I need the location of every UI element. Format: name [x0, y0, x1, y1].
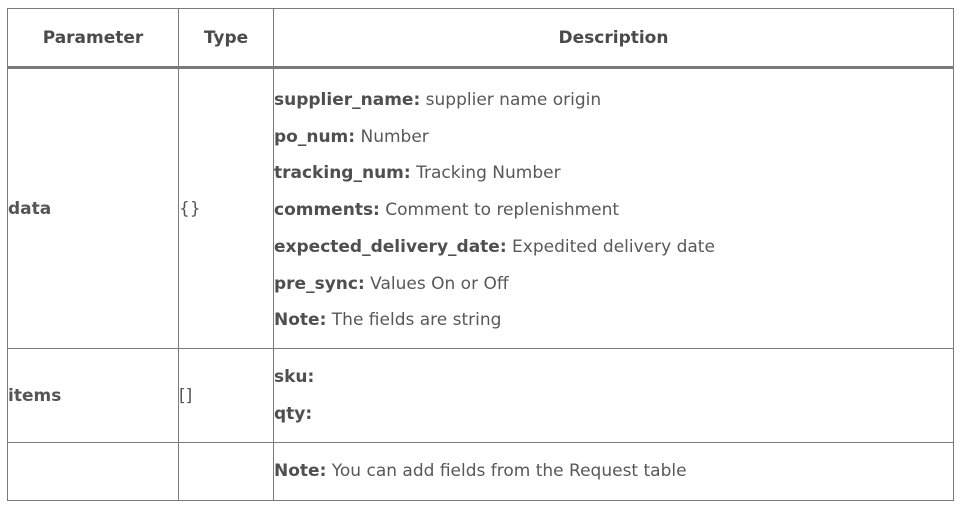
field-key: tracking_num:: [274, 163, 411, 184]
field-line: supplier_name: supplier name origin: [274, 82, 953, 119]
field-line: pre_sync: Values On or Off: [274, 266, 953, 303]
field-line: sku:: [274, 359, 953, 396]
parameters-table: Parameter Type Description data {} suppl…: [7, 8, 954, 501]
field-value: Values On or Off: [364, 273, 509, 294]
type-cell: []: [178, 348, 274, 443]
field-key: expected_delivery_date:: [274, 236, 507, 257]
description-cell: supplier_name: supplier name origin po_n…: [273, 67, 954, 349]
type-cell: [178, 442, 274, 501]
header-parameter: Parameter: [7, 8, 179, 69]
parameter-cell: data: [7, 67, 179, 349]
description-cell: sku: qty:: [273, 348, 954, 443]
field-key: pre_sync:: [274, 273, 365, 294]
parameter-cell: [7, 442, 179, 501]
description-cell: Note: You can add fields from the Reques…: [273, 442, 954, 501]
field-line: Note: The fields are string: [274, 302, 953, 339]
field-key: sku:: [274, 366, 315, 387]
field-key: supplier_name:: [274, 90, 421, 111]
field-line: comments: Comment to replenishment: [274, 192, 953, 229]
field-line: po_num: Number: [274, 119, 953, 156]
field-line: tracking_num: Tracking Number: [274, 155, 953, 192]
parameter-cell: items: [7, 348, 179, 443]
field-line: Note: You can add fields from the Reques…: [274, 453, 953, 490]
type-cell: {}: [178, 67, 274, 349]
header-row: Parameter Type Description: [7, 8, 954, 69]
field-value: You can add fields from the Request tabl…: [326, 461, 687, 482]
header-description: Description: [273, 8, 954, 69]
field-value: Number: [355, 126, 429, 147]
field-line: expected_delivery_date: Expedited delive…: [274, 229, 953, 266]
field-key: Note:: [274, 310, 327, 331]
field-key: Note:: [274, 461, 327, 482]
field-value: supplier name origin: [420, 90, 602, 111]
table-row-items: items [] sku: qty:: [7, 348, 954, 443]
field-value: Tracking Number: [410, 163, 561, 184]
field-key: comments:: [274, 200, 380, 221]
field-value: The fields are string: [326, 310, 502, 331]
field-value: Expedited delivery date: [506, 236, 715, 257]
header-type: Type: [178, 8, 274, 69]
field-key: po_num:: [274, 126, 356, 147]
field-key: qty:: [274, 403, 313, 424]
field-value: Comment to replenishment: [379, 200, 620, 221]
table-row-data: data {} supplier_name: supplier name ori…: [7, 67, 954, 349]
table-row-note: Note: You can add fields from the Reques…: [7, 442, 954, 501]
field-line: qty:: [274, 396, 953, 433]
